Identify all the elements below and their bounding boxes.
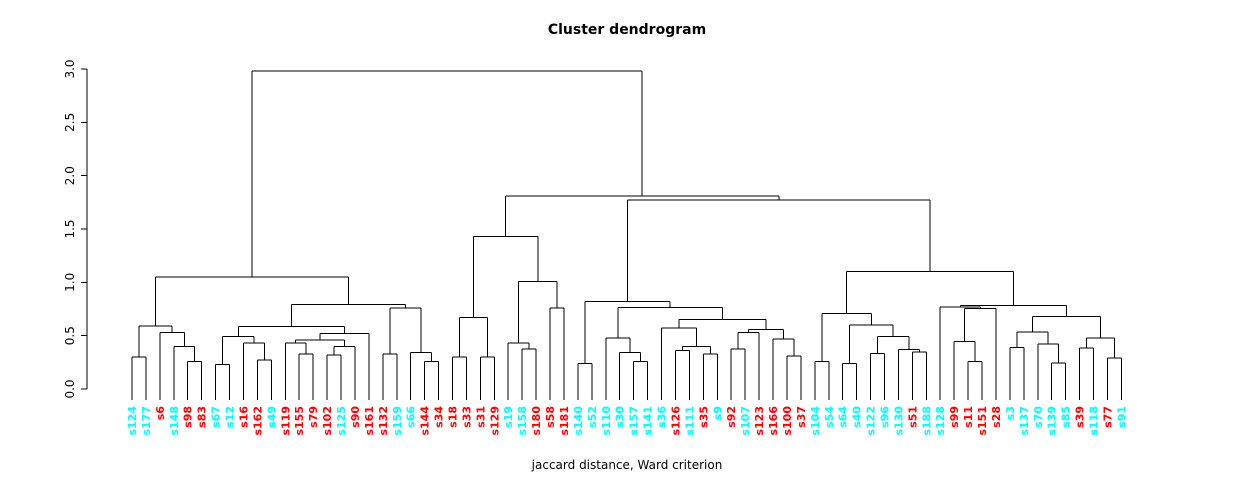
leaf-label: s104 (809, 406, 822, 436)
y-axis-tick-label: 1.0 (63, 273, 77, 292)
leaf-label: s83 (196, 406, 209, 428)
leaf-label: s36 (656, 406, 669, 428)
leaf-label: s161 (363, 406, 376, 436)
plot-title: Cluster dendrogram (547, 22, 707, 38)
leaf-label: s79 (307, 406, 320, 428)
leaf-label: s188 (920, 406, 933, 436)
leaf-label: s155 (293, 406, 306, 436)
leaf-label: s28 (990, 406, 1003, 428)
leaf-label: s166 (767, 406, 780, 436)
leaf-label: s128 (934, 406, 947, 436)
leaf-label: s37 (795, 406, 808, 428)
leaf-label: s96 (878, 406, 891, 428)
leaf-label: s19 (502, 406, 515, 428)
leaf-label: s158 (516, 406, 529, 436)
leaf-label: s180 (530, 406, 543, 436)
x-axis-caption: jaccard distance, Ward criterion (531, 458, 723, 472)
leaf-label: s98 (182, 406, 195, 428)
y-axis-tick-label: 0.0 (63, 379, 77, 398)
y-axis-tick-label: 2.0 (63, 166, 77, 185)
leaf-label: s99 (948, 406, 961, 428)
leaf-label: s177 (140, 406, 153, 436)
leaf-label: s40 (851, 406, 864, 428)
leaf-label: s33 (460, 406, 473, 428)
leaf-label: s16 (237, 406, 250, 428)
leaf-label: s52 (586, 406, 599, 428)
y-axis-tick-label: 0.5 (63, 326, 77, 345)
leaf-label: s159 (391, 406, 404, 436)
leaf-label: s123 (753, 406, 766, 436)
leaf-label: s139 (1046, 406, 1059, 436)
leaf-label: s181 (558, 406, 571, 436)
leaf-label: s151 (976, 406, 989, 436)
leaf-label: s11 (962, 406, 975, 428)
leaf-label: s34 (433, 406, 446, 428)
leaf-label: s130 (892, 406, 905, 436)
leaf-label: s12 (224, 406, 237, 428)
leaf-label: s102 (321, 406, 334, 436)
leaf-label: s132 (377, 406, 390, 436)
leaf-label: s141 (642, 406, 655, 436)
leaf-label: s122 (865, 406, 878, 436)
leaf-label: s90 (349, 406, 362, 428)
leaf-label: s91 (1115, 406, 1128, 428)
leaf-label: s111 (683, 406, 696, 436)
leaf-label: s35 (697, 406, 710, 428)
leaf-label: s148 (168, 406, 181, 436)
y-axis-tick-label: 2.5 (63, 113, 77, 132)
leaf-label: s67 (210, 406, 223, 428)
leaf-label: s30 (614, 406, 627, 428)
leaf-label: s107 (739, 406, 752, 436)
leaf-label: s58 (544, 406, 557, 428)
leaf-label: s144 (419, 406, 432, 436)
leaf-label: s64 (837, 406, 850, 428)
leaf-label: s70 (1032, 406, 1045, 428)
leaf-label: s125 (335, 406, 348, 436)
leaf-label: s92 (725, 406, 738, 428)
leaf-label: s6 (154, 406, 167, 421)
leaf-label: s77 (1101, 406, 1114, 428)
leaf-label: s66 (405, 406, 418, 428)
leaf-label: s85 (1060, 406, 1073, 428)
leaf-label: s18 (447, 406, 460, 428)
leaf-label: s140 (572, 406, 585, 436)
leaf-label: s3 (1004, 406, 1017, 420)
leaf-label: s126 (669, 406, 682, 436)
leaf-label: s110 (600, 406, 613, 436)
leaf-label: s124 (126, 406, 139, 436)
leaf-label: s49 (265, 406, 278, 428)
leaf-label: s39 (1074, 406, 1087, 428)
leaf-label: s54 (823, 406, 836, 428)
y-axis-tick-label: 3.0 (63, 59, 77, 78)
leaf-label: s100 (781, 406, 794, 436)
leaf-label: s9 (711, 406, 724, 420)
leaf-label: s51 (906, 406, 919, 428)
leaf-label: s118 (1088, 406, 1101, 436)
leaf-label: s137 (1018, 406, 1031, 436)
leaf-label: s129 (488, 406, 501, 436)
leaf-label: s119 (279, 406, 292, 436)
leaf-label: s157 (628, 406, 641, 436)
leaf-label: s162 (251, 406, 264, 436)
y-axis-tick-label: 1.5 (63, 219, 77, 238)
leaf-label: s31 (474, 406, 487, 428)
